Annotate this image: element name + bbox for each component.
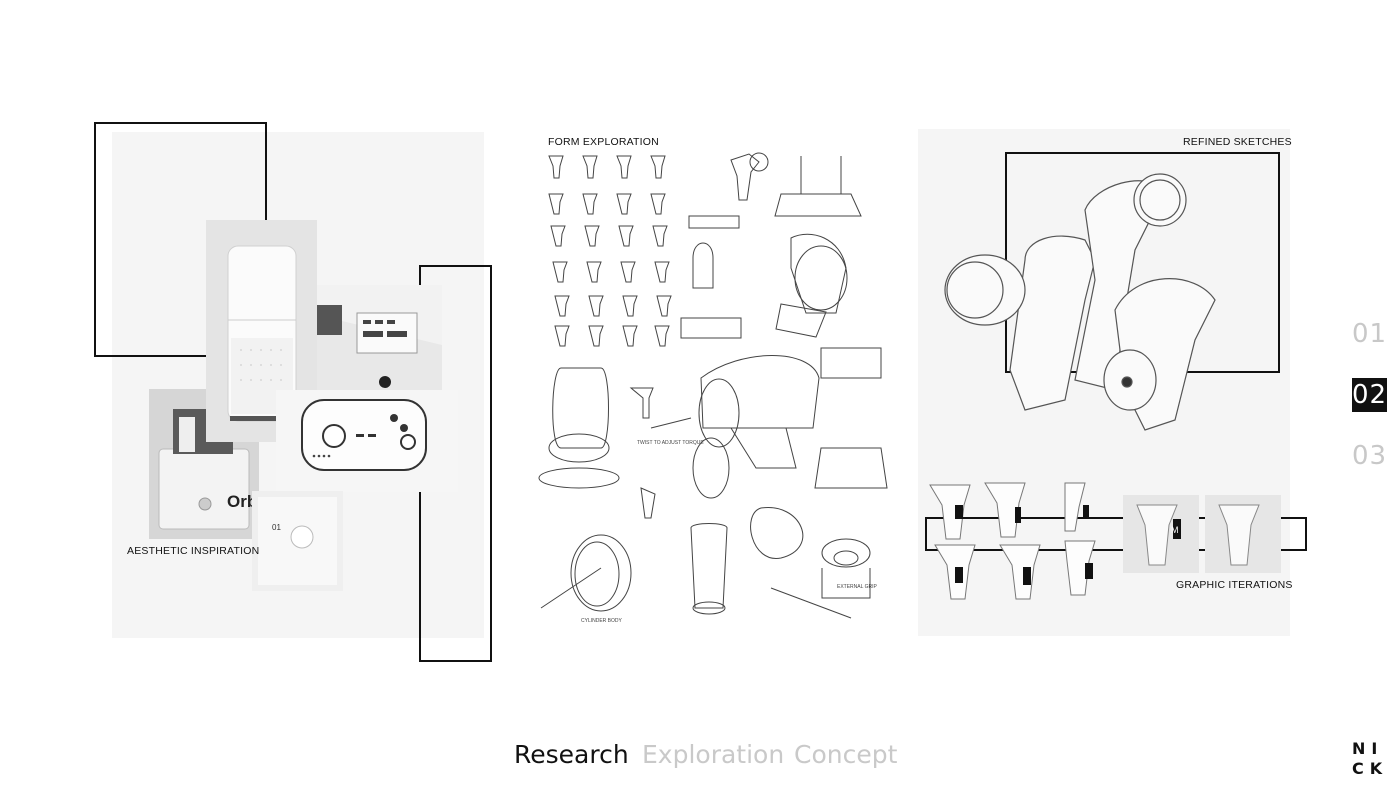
numbered-card-image: 01 — [252, 491, 343, 591]
sketch-note-1: TWIST TO ADJUST TORQUE — [637, 440, 704, 446]
page-03[interactable]: 03 — [1352, 441, 1388, 471]
form-exploration-panel: TWIST TO ADJUST TORQUE EXTERNAL GRIP CYL… — [531, 128, 907, 634]
thumbnail-sketches — [548, 155, 672, 347]
brand-line-1: NI — [1352, 739, 1384, 758]
graphic-band-outline — [925, 517, 1307, 551]
card-page-marker: 01 — [272, 523, 281, 532]
graphic-iterations-grid: M — [929, 482, 1281, 600]
orb-device-image: Orb — [149, 389, 259, 539]
aesthetic-inspiration-label: AESTHETIC INSPIRATION — [127, 545, 260, 557]
tab-research[interactable]: Research — [514, 740, 629, 769]
tab-concept[interactable]: Concept — [794, 740, 898, 769]
sketch-note-3: CYLINDER BODY — [581, 618, 623, 624]
form-exploration-label: FORM EXPLORATION — [548, 136, 659, 148]
tab-exploration[interactable]: Exploration — [642, 740, 785, 769]
sketch-note-2: EXTERNAL GRIP — [837, 584, 877, 590]
page-02[interactable]: 02 — [1352, 378, 1388, 412]
brand-logo[interactable]: NI CK — [1352, 739, 1384, 779]
purifier-image — [206, 220, 317, 442]
graphic-brand-mark: M — [1171, 525, 1179, 535]
sketch-sheet: TWIST TO ADJUST TORQUE EXTERNAL GRIP CYL… — [538, 152, 888, 624]
orb-text: Orb — [227, 492, 257, 511]
controller-image — [276, 390, 458, 492]
massage-gun-renderings — [944, 173, 1216, 431]
refined-sketches-label: REFINED SKETCHES — [1183, 136, 1292, 148]
control-panel-image — [317, 285, 442, 397]
brand-line-2: CK — [1352, 759, 1389, 778]
graphic-iterations-label: GRAPHIC ITERATIONS — [1176, 579, 1293, 591]
page-01[interactable]: 01 — [1352, 319, 1388, 349]
